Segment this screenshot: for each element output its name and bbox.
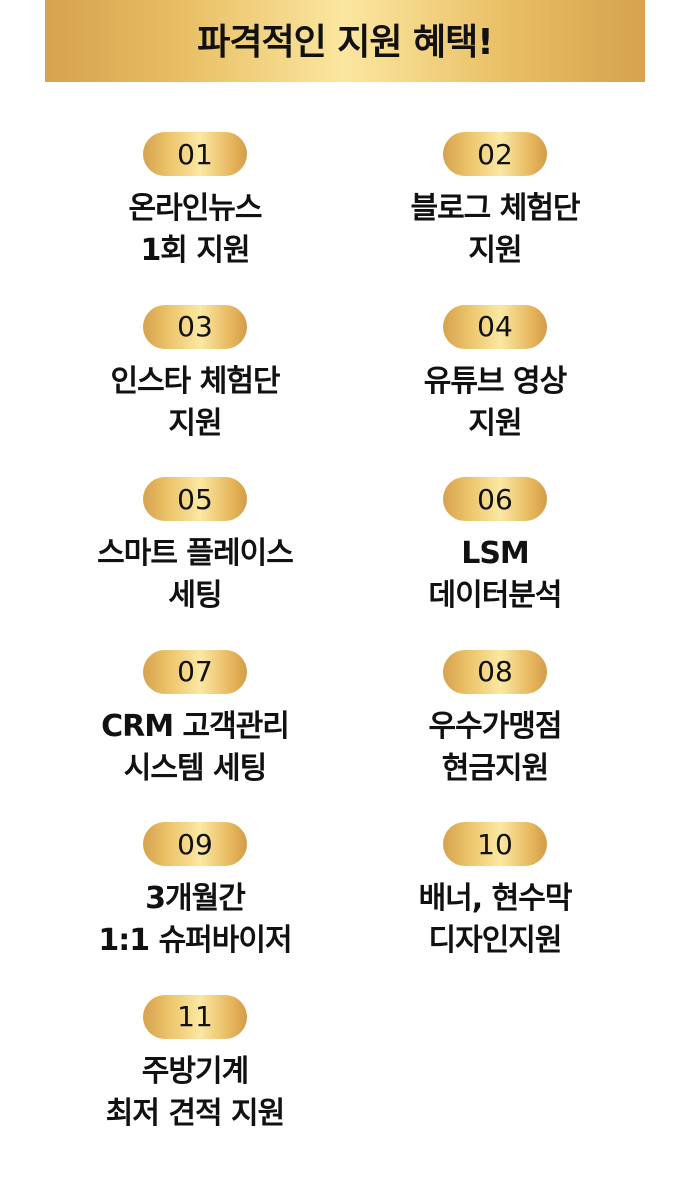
benefit-label: LSM 데이터분석 — [428, 533, 563, 617]
benefit-label: 우수가맹점 현금지원 — [428, 706, 563, 790]
benefit-item-02: 02 블로그 체험단 지원 — [345, 132, 645, 305]
benefit-item-05: 05 스마트 플레이스 세팅 — [45, 477, 345, 650]
number-badge: 07 — [143, 649, 247, 694]
number-badge: 06 — [443, 477, 547, 521]
benefit-label-line1: 주방기계 — [141, 1053, 249, 1089]
number-badge: 10 — [443, 822, 547, 866]
benefit-label-line1: 인스타 체험단 — [110, 363, 280, 399]
benefit-label: CRM 고객관리 시스템 세팅 — [101, 706, 290, 790]
benefit-item-10: 10 배너, 현수막 디자인지원 — [345, 822, 645, 995]
number-badge: 01 — [143, 132, 247, 176]
benefit-label-line2: 최저 견적 지원 — [105, 1095, 285, 1131]
benefit-label-line2: 지원 — [468, 405, 522, 441]
benefit-label-line2: 지원 — [468, 233, 522, 268]
benefit-item-07: 07 CRM 고객관리 시스템 세팅 — [45, 649, 345, 823]
benefit-label-line1: CRM 고객관리 — [101, 708, 290, 744]
benefit-label-line2: 디자인지원 — [428, 923, 563, 958]
number-badge: 09 — [143, 822, 247, 866]
number-badge: 05 — [143, 477, 247, 521]
benefit-item-01: 01 온라인뉴스 1회 지원 — [45, 132, 345, 305]
benefit-label-line1: 배너, 현수막 — [418, 881, 573, 916]
benefit-item-09: 09 3개월간 1:1 슈퍼바이저 — [45, 822, 345, 995]
benefit-item-06: 06 LSM 데이터분석 — [345, 477, 645, 650]
benefit-item-11: 11 주방기계 최저 견적 지원 — [45, 994, 345, 1168]
number-badge: 08 — [443, 649, 547, 694]
benefit-label-line2: 1:1 슈퍼바이저 — [98, 923, 292, 958]
number-badge: 11 — [143, 994, 247, 1039]
number-badge: 02 — [443, 132, 547, 176]
benefits-grid: 01 온라인뉴스 1회 지원 02 블로그 체험단 지원 03 인스타 체험단 … — [45, 132, 645, 1167]
benefit-label-line1: 유튜브 영상 — [423, 363, 567, 399]
benefit-label-line1: 온라인뉴스 — [128, 191, 263, 226]
benefit-item-04: 04 유튜브 영상 지원 — [345, 304, 645, 478]
benefit-label-line1: 3개월간 — [145, 881, 246, 916]
number-badge: 03 — [143, 304, 247, 349]
benefit-label-line1: 우수가맹점 — [428, 708, 563, 744]
benefit-label-line2: 세팅 — [168, 578, 222, 613]
benefit-label-line2: 1회 지원 — [140, 233, 250, 268]
benefit-label: 스마트 플레이스 세팅 — [97, 533, 294, 617]
benefit-label: 주방기계 최저 견적 지원 — [106, 1051, 285, 1135]
page-title: 파격적인 지원 혜택! — [197, 22, 493, 63]
benefits-header-banner: 파격적인 지원 혜택! — [45, 0, 645, 82]
benefit-label-line2: 데이터분석 — [428, 578, 563, 613]
benefit-label: 유튜브 영상 지원 — [423, 361, 567, 445]
benefit-item-03: 03 인스타 체험단 지원 — [45, 304, 345, 478]
benefit-label: 온라인뉴스 1회 지원 — [128, 188, 263, 272]
number-badge: 04 — [443, 304, 547, 349]
benefit-label-line1: LSM — [461, 536, 530, 571]
benefit-label: 인스타 체험단 지원 — [110, 361, 280, 445]
benefit-label: 배너, 현수막 디자인지원 — [418, 878, 573, 962]
benefit-label-line2: 현금지원 — [441, 750, 549, 786]
benefit-label: 블로그 체험단 지원 — [410, 188, 580, 272]
benefit-label-line2: 지원 — [168, 405, 222, 441]
benefit-item-08: 08 우수가맹점 현금지원 — [345, 649, 645, 823]
benefit-label-line1: 스마트 플레이스 — [97, 536, 294, 571]
benefit-label: 3개월간 1:1 슈퍼바이저 — [98, 878, 292, 962]
benefit-label-line2: 시스템 세팅 — [123, 750, 267, 786]
benefit-label-line1: 블로그 체험단 — [410, 191, 580, 226]
